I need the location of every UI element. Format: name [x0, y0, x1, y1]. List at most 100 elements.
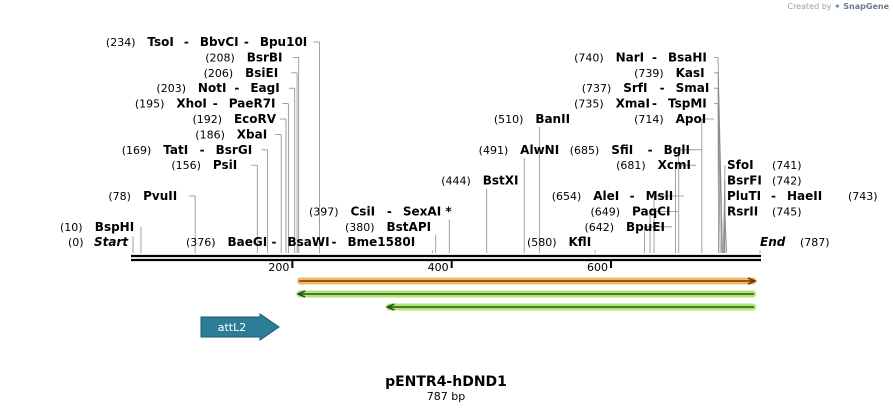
enzyme-kfli-site-name[interactable]: KflI [569, 235, 592, 249]
enzyme-tati-site-name[interactable]: TatI [163, 143, 188, 157]
site-position: (397) [309, 205, 339, 218]
site-position: (654) [552, 190, 582, 203]
enzyme-sfoi-site-name[interactable]: SfoI [727, 158, 754, 172]
site-position: (743) [848, 190, 878, 203]
site-position: (740) [574, 51, 604, 64]
enzyme-tspmi-site-name[interactable]: TspMI [668, 97, 707, 111]
enzyme-smai-site-name[interactable]: SmaI [676, 81, 710, 95]
enzyme-pvuii-site-name[interactable]: PvuII [143, 189, 177, 203]
enzyme-eagi-site-name[interactable]: EagI [250, 81, 279, 95]
enzyme-srfi-site-name[interactable]: SrfI [623, 81, 647, 95]
enzyme-rsrii-site-name[interactable]: RsrII [727, 204, 758, 218]
enzyme-bsrbi-site-name[interactable]: BsrBI [247, 50, 283, 64]
site-connector [714, 57, 723, 254]
enzyme-noti-site-name[interactable]: NotI [198, 81, 227, 95]
enzyme-bsawi-site-name[interactable]: BsaWI [288, 235, 330, 249]
separator: - [234, 81, 239, 95]
site-position: (203) [156, 82, 186, 95]
enzyme-alwni-site-name[interactable]: AlwNI [520, 143, 559, 157]
site-lines [132, 41, 761, 254]
enzyme-bbvci-site-name[interactable]: BbvCI [200, 35, 239, 49]
enzyme-haeii-site-name[interactable]: HaeII [787, 189, 822, 203]
site-position: (491) [479, 144, 509, 157]
enzyme-xmai-site-name[interactable]: XmaI [616, 97, 650, 111]
site-connector [714, 87, 721, 254]
green-arrow-2[interactable] [385, 303, 756, 311]
enzyme-bsiei-site-name[interactable]: BsiEI [245, 66, 278, 80]
orange-arrow[interactable] [297, 277, 758, 285]
enzyme-bstxi-site-name[interactable]: BstXI [483, 174, 519, 188]
ruler-tick-label: 600 [587, 261, 608, 274]
enzyme-kasi-site-name[interactable]: KasI [676, 66, 705, 80]
enzyme-alei-site-name[interactable]: AleI [593, 189, 619, 203]
site-position: (741) [772, 159, 802, 172]
enzyme-bme1580i-site-name[interactable]: Bme1580I [348, 235, 416, 249]
site-connector [723, 180, 726, 254]
enzyme-psii-site-name[interactable]: PsiI [213, 158, 237, 172]
attL2-feature[interactable]: attL2 [200, 313, 280, 341]
enzyme-ecorv-site-name[interactable]: EcoRV [234, 112, 277, 126]
enzyme-bpuei-site-name[interactable]: BpuEI [626, 220, 665, 234]
enzyme-xhoi-site-name[interactable]: XhoI [176, 97, 207, 111]
site-position: (737) [582, 82, 612, 95]
site-position: (685) [570, 144, 600, 157]
enzyme-bgli-site-name[interactable]: BglI [664, 143, 690, 157]
enzyme-pluti-site-name[interactable]: PluTI [727, 189, 761, 203]
site-position: (735) [574, 98, 604, 111]
site-position: (156) [171, 159, 201, 172]
site-position: (192) [192, 113, 222, 126]
enzyme-bsphi-site-name[interactable]: BspHI [95, 220, 134, 234]
enzyme-nari-site-name[interactable]: NarI [616, 50, 645, 64]
site-position: (376) [186, 236, 216, 249]
site-position: (444) [441, 175, 471, 188]
credit-prefix: Created by [787, 2, 832, 11]
enzyme-baegi-site-name[interactable]: BaeGI [228, 235, 268, 249]
enzyme-sexai-site-name[interactable]: SexAI * [403, 204, 452, 218]
enzyme-bsahi-site-name[interactable]: BsaHI [668, 50, 707, 64]
enzyme-bpu10i-site-name[interactable]: Bpu10I [260, 35, 307, 49]
site-position: (714) [634, 113, 664, 126]
enzyme-xbai-site-name[interactable]: XbaI [237, 127, 267, 141]
site-position: (78) [108, 190, 131, 203]
green-arrow-1[interactable] [296, 290, 756, 298]
site-connector [675, 164, 696, 253]
site-connector [714, 72, 723, 254]
separator: - [272, 235, 277, 249]
site-connector [714, 103, 719, 254]
site-connector [722, 165, 726, 254]
enzyme-sfii-site-name[interactable]: SfiI [611, 143, 633, 157]
enzyme-tsoi-site-name[interactable]: TsoI [147, 35, 173, 49]
enzyme-csii-site-name[interactable]: CsiI [351, 204, 376, 218]
enzyme-msli-site-name[interactable]: MslI [646, 189, 674, 203]
enzyme-apoi-site-name[interactable]: ApoI [676, 112, 707, 126]
site-position: (649) [591, 205, 621, 218]
enzyme-bsrfi-site-name[interactable]: BsrFI [727, 174, 762, 188]
enzyme-paer7i-site-name[interactable]: PaeR7I [229, 97, 276, 111]
separator: - [200, 143, 205, 157]
site-position: (186) [195, 128, 225, 141]
start-label: Start [94, 235, 129, 249]
separator: - [771, 189, 776, 203]
enzyme-bsrgi-site-name[interactable]: BsrGI [216, 143, 253, 157]
credit-brand: SnapGene [843, 2, 889, 11]
enzyme-xcmi-site-name[interactable]: XcmI [658, 158, 691, 172]
site-position: (380) [345, 221, 375, 234]
site-position: (510) [494, 113, 524, 126]
separator: - [648, 143, 653, 157]
site-position: (681) [616, 159, 646, 172]
separator: - [652, 97, 657, 111]
site-labels: (234)TsoI-BbvCI-Bpu10I(208)BsrBI(206)Bsi… [60, 35, 878, 249]
enzyme-banii-site-name[interactable]: BanII [535, 112, 570, 126]
separator: - [660, 81, 665, 95]
enzyme-paqci-site-name[interactable]: PaqCI [632, 204, 670, 218]
snapgene-credit: Created by ✦ SnapGene [787, 2, 889, 11]
site-connector [649, 210, 678, 253]
site-position: (208) [205, 51, 235, 64]
backbone [131, 254, 761, 262]
enzyme-bstapi-site-name[interactable]: BstAPI [387, 220, 432, 234]
separator: - [652, 50, 657, 64]
ruler-tick-label: 200 [268, 261, 289, 274]
site-position: (10) [60, 221, 83, 234]
